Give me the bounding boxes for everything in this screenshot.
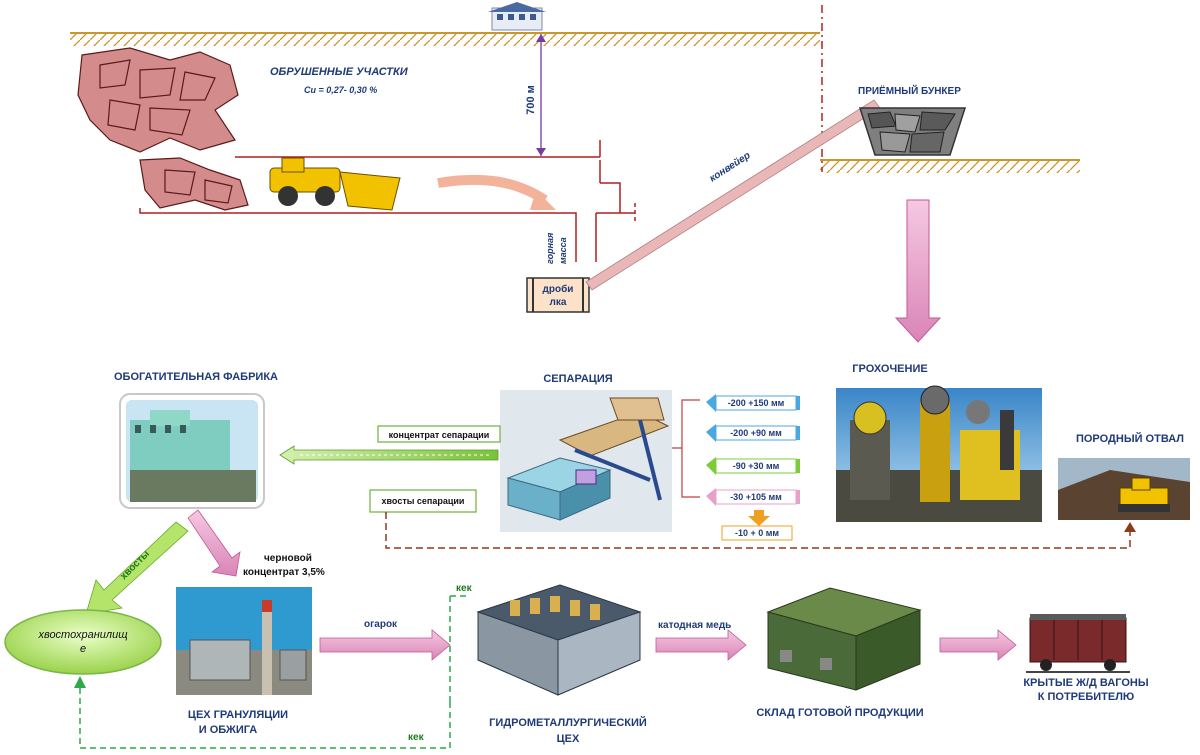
waste-dump-label: ПОРОДНЫЙ ОТВАЛ	[1076, 432, 1184, 445]
railway-wagon-image	[1026, 614, 1130, 673]
fraction-label-2: -200 +90 мм	[730, 428, 782, 438]
crusher-label-1: дроби	[543, 283, 574, 295]
separation-concentrate-box	[377, 425, 501, 443]
cathode-copper-arrow	[655, 629, 747, 661]
rock-mass-label-2: масса	[558, 237, 568, 264]
fraction-arrow-1	[706, 394, 800, 412]
depth-indicator	[536, 34, 546, 156]
hydromet-plant-image	[476, 584, 642, 696]
collapsed-ore-body	[77, 47, 249, 211]
cinder-label: огарок	[364, 619, 398, 630]
hydromet-label-2: ЦЕХ	[557, 733, 580, 745]
fraction-arrow-5	[721, 510, 793, 541]
screening-label: ГРОХОЧЕНИЕ	[852, 363, 927, 375]
granulation-plant-photo	[176, 587, 312, 695]
concentration-plant-photo	[119, 393, 265, 509]
collapsed-zones-label: ОБРУШЕННЫЕ УЧАСТКИ	[270, 66, 409, 78]
conveyor-label: конвейер	[708, 150, 753, 184]
screening-photo	[836, 385, 1042, 522]
tailings-storage-ellipse	[4, 609, 162, 675]
separation-tailings-box	[369, 489, 477, 513]
separation-label: СЕПАРАЦИЯ	[543, 373, 612, 385]
tailings-storage-label-2: е	[80, 643, 86, 655]
surface-building-icon	[488, 2, 546, 31]
warehouse-label: СКЛАД ГОТОВОЙ ПРОДУКЦИИ	[756, 706, 923, 719]
separation-concentrate-label: концентрат сепарации	[389, 430, 490, 440]
cu-grade-label: Cu = 0,27- 0,30 %	[304, 85, 377, 95]
wagons-label-2: К ПОТРЕБИТЕЛЮ	[1038, 691, 1135, 703]
conveyor-belt	[585, 99, 881, 291]
fraction-label-1: -200 +150 мм	[728, 398, 785, 408]
depth-label: 700 м	[525, 85, 537, 115]
rough-concentrate-label-1: черновой	[264, 553, 312, 564]
cake-bottom-label: кек	[408, 732, 425, 743]
separation-tailings-label: хвосты сепарации	[382, 496, 465, 506]
fraction-arrow-3	[706, 457, 800, 475]
receiving-bunker-label: ПРИЁМНЫЙ БУНКЕР	[858, 84, 961, 97]
ground-surface	[70, 32, 1080, 173]
fraction-arrow-2	[706, 424, 800, 442]
tailings-to-dump-line	[385, 512, 1136, 549]
concentration-plant-label: ОБОГАТИТЕЛЬНАЯ ФАБРИКА	[114, 371, 278, 383]
cathode-copper-label: катодная медь	[658, 620, 731, 631]
separation-machine-image	[500, 390, 672, 532]
warehouse-to-wagons-arrow	[939, 629, 1017, 661]
waste-dump-photo	[1058, 458, 1190, 520]
granulation-label-2: И ОБЖИГА	[199, 724, 258, 736]
cake-return-line	[74, 676, 451, 749]
wagons-label-1: КРЫТЫЕ Ж/Д ВАГОНЫ	[1023, 677, 1149, 689]
rock-mass-label-1: горная	[545, 232, 555, 264]
cinder-arrow	[319, 629, 451, 661]
hydromet-label-1: ГИДРОМЕТАЛЛУРГИЧЕСКИЙ	[489, 716, 647, 729]
warehouse-image	[766, 587, 922, 691]
bunker-to-screening-arrow	[894, 199, 942, 343]
mine-drifts	[139, 140, 636, 262]
concentrate-to-plant-arrow	[279, 445, 499, 465]
plant-to-granulation-arrow	[187, 509, 241, 577]
fraction-arrow-4	[706, 488, 800, 506]
underground-loader-icon	[269, 157, 401, 211]
crusher-box	[526, 277, 590, 313]
tailings-storage-label-1: хвостохранилищ	[37, 629, 127, 641]
fraction-label-4: -30 +105 мм	[730, 492, 782, 502]
crusher-label-2: лка	[550, 297, 567, 308]
fraction-label-5: -10 + 0 мм	[735, 528, 779, 538]
fraction-label-3: -90 +30 мм	[733, 461, 780, 471]
fraction-bracket	[672, 399, 700, 498]
receiving-bunker-icon	[858, 107, 967, 156]
haulage-arrow	[437, 174, 556, 210]
granulation-label-1: ЦЕХ ГРАНУЛЯЦИИ	[188, 709, 288, 721]
rough-concentrate-label-2: концентрат 3,5%	[243, 567, 325, 578]
cake-top-label: кек	[456, 583, 473, 594]
